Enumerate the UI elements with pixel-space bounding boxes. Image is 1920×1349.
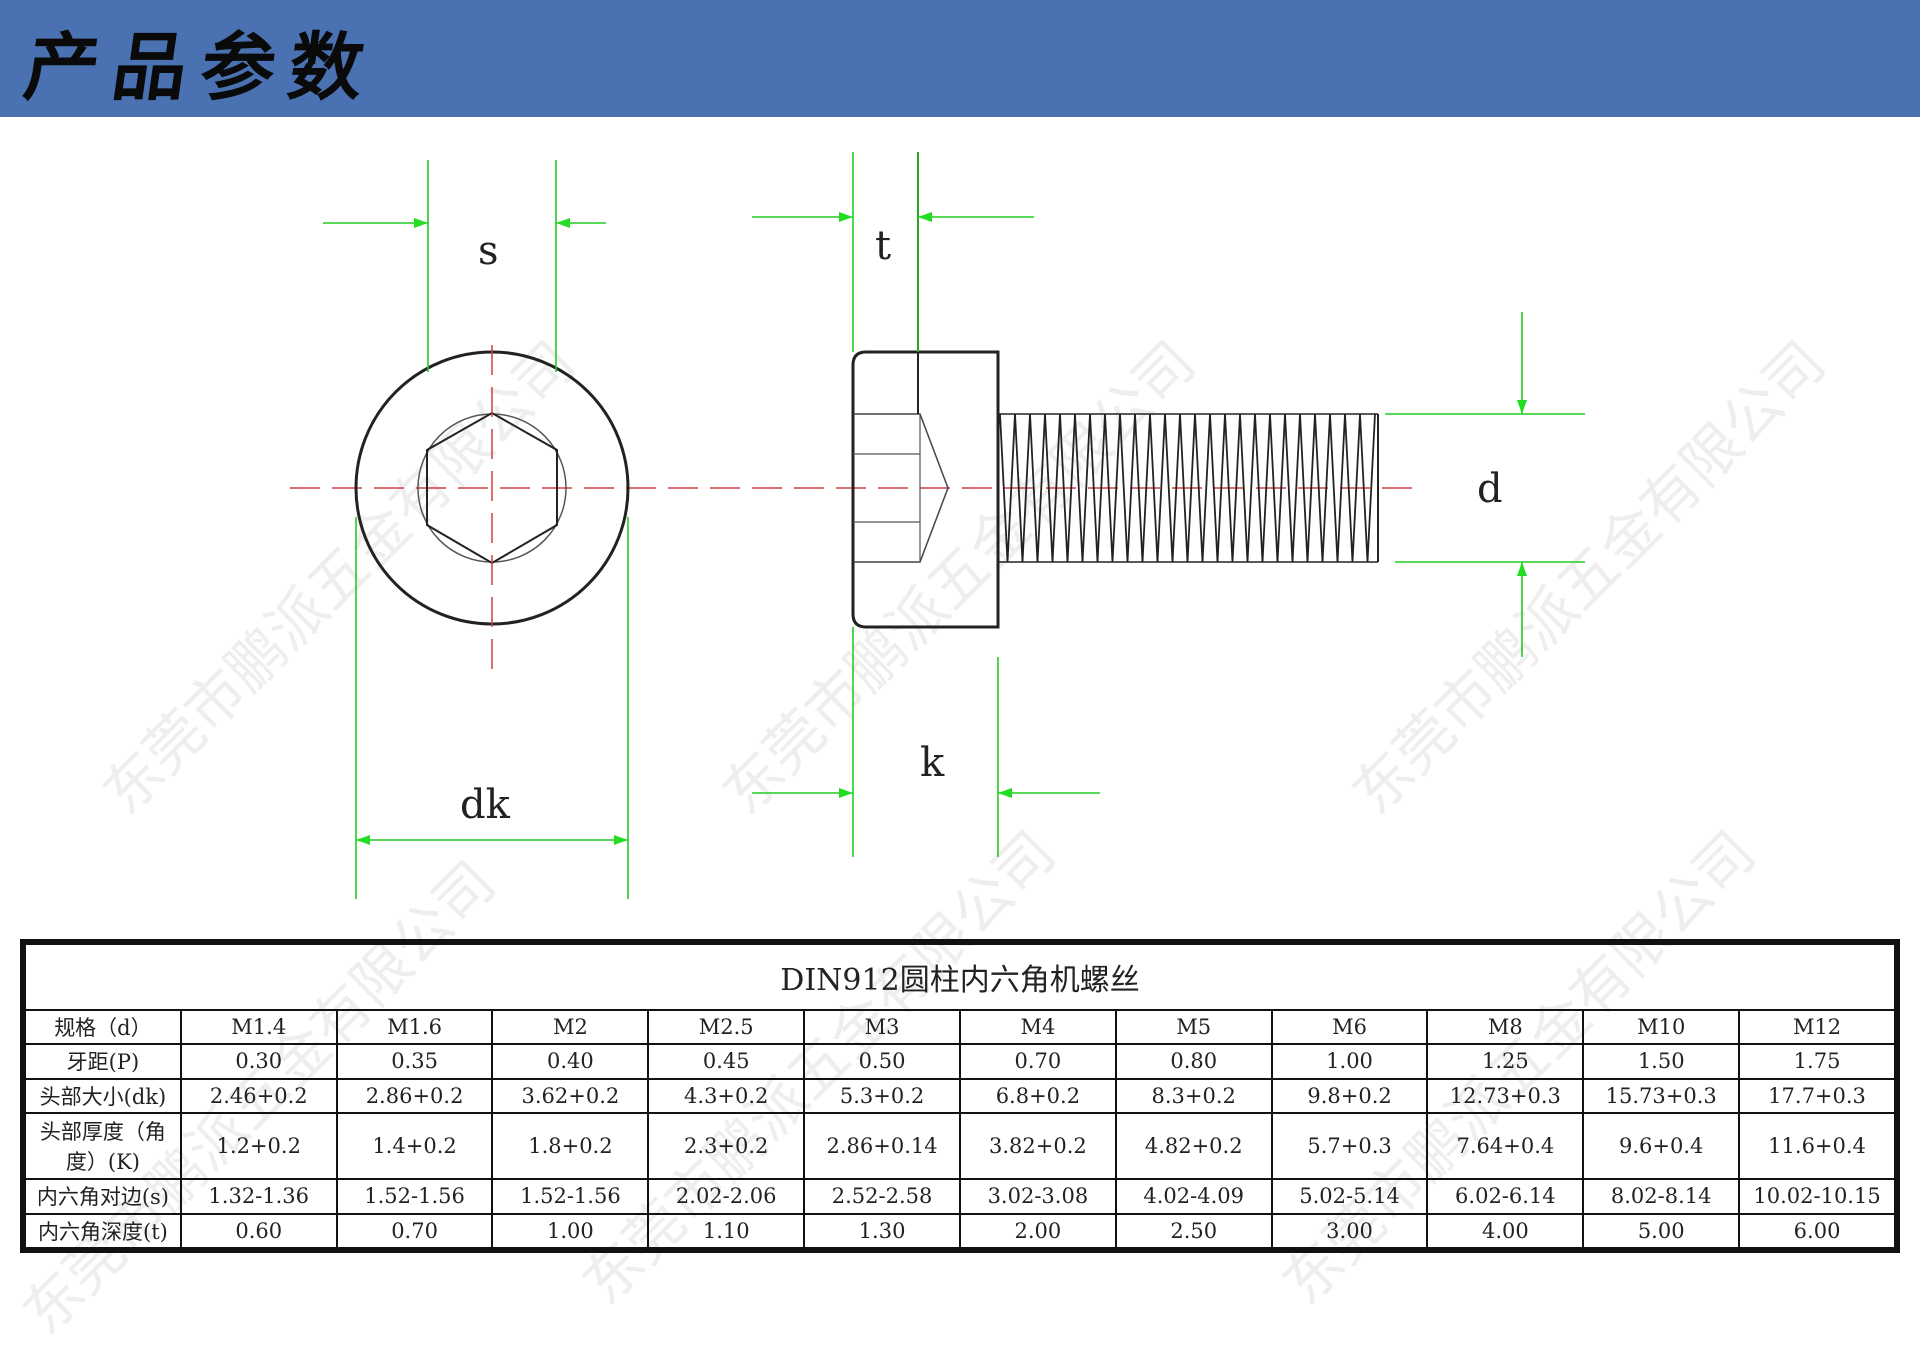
head-top-view bbox=[354, 345, 630, 672]
value-cell: 2.00 bbox=[958, 1212, 1117, 1250]
value-cell: 10.02-10.15 bbox=[1738, 1178, 1896, 1215]
dimension-t bbox=[752, 152, 1034, 352]
row-label: 内六角深度(t) bbox=[24, 1212, 182, 1250]
value-cell: 1.50 bbox=[1582, 1043, 1741, 1080]
screw-drawing: s dk t k bbox=[290, 152, 1585, 899]
value-cell: 1.52-1.56 bbox=[491, 1178, 650, 1215]
row-label: 头部厚度（角度）(K) bbox=[24, 1111, 182, 1181]
value-cell: 2.86+0.2 bbox=[335, 1077, 494, 1114]
size-cell: M10 bbox=[1582, 1008, 1741, 1046]
value-cell: 5.00 bbox=[1582, 1212, 1741, 1250]
value-cell: 7.64+0.4 bbox=[1426, 1111, 1585, 1181]
size-cell: M1.6 bbox=[335, 1008, 494, 1046]
value-cell: 0.70 bbox=[335, 1212, 494, 1250]
value-cell: 1.00 bbox=[1270, 1043, 1429, 1080]
value-cell: 1.25 bbox=[1426, 1043, 1585, 1080]
value-cell: 3.62+0.2 bbox=[491, 1077, 650, 1114]
row-label: 牙距(P) bbox=[24, 1043, 182, 1080]
value-cell: 12.73+0.3 bbox=[1426, 1077, 1585, 1114]
value-cell: 5.3+0.2 bbox=[803, 1077, 961, 1114]
spec-table-wrapper: DIN912圆柱内六角机螺丝 规格（d） M1.4 M1.6 M2 M2.5 M… bbox=[20, 939, 1900, 1253]
size-cell: M8 bbox=[1426, 1008, 1585, 1046]
row-label: 头部大小(dk) bbox=[24, 1077, 182, 1114]
value-cell: 2.52-2.58 bbox=[803, 1178, 961, 1215]
value-cell: 1.30 bbox=[803, 1212, 961, 1250]
value-cell: 4.3+0.2 bbox=[647, 1077, 806, 1114]
value-cell: 8.3+0.2 bbox=[1114, 1077, 1273, 1114]
size-cell: M3 bbox=[803, 1008, 961, 1046]
value-cell: 3.02-3.08 bbox=[958, 1178, 1117, 1215]
dimension-k bbox=[752, 627, 1100, 857]
value-cell: 0.60 bbox=[179, 1212, 338, 1250]
row-label: 内六角对边(s) bbox=[24, 1178, 182, 1215]
table-row-sizes: 规格（d） M1.4 M1.6 M2 M2.5 M3 M4 M5 M6 M8 M… bbox=[24, 1008, 1896, 1046]
value-cell: 11.6+0.4 bbox=[1738, 1111, 1896, 1181]
dimension-d bbox=[1385, 312, 1585, 657]
value-cell: 3.82+0.2 bbox=[958, 1111, 1117, 1181]
size-cell: M4 bbox=[958, 1008, 1117, 1046]
value-cell: 0.50 bbox=[803, 1043, 961, 1080]
label-d: d bbox=[1477, 466, 1503, 512]
dimension-s bbox=[323, 160, 606, 372]
value-cell: 1.75 bbox=[1738, 1043, 1896, 1080]
value-cell: 4.82+0.2 bbox=[1114, 1111, 1273, 1181]
value-cell: 8.02-8.14 bbox=[1582, 1178, 1741, 1215]
value-cell: 1.8+0.2 bbox=[491, 1111, 650, 1181]
value-cell: 1.10 bbox=[647, 1212, 806, 1250]
value-cell: 9.6+0.4 bbox=[1582, 1111, 1741, 1181]
value-cell: 15.73+0.3 bbox=[1582, 1077, 1741, 1114]
value-cell: 4.02-4.09 bbox=[1114, 1178, 1273, 1215]
size-cell: M5 bbox=[1114, 1008, 1273, 1046]
screw-side-view bbox=[851, 152, 1379, 629]
value-cell: 17.7+0.3 bbox=[1738, 1077, 1896, 1114]
value-cell: 2.86+0.14 bbox=[803, 1111, 961, 1181]
dimension-dk bbox=[355, 517, 629, 899]
value-cell: 6.00 bbox=[1738, 1212, 1896, 1250]
value-cell: 0.70 bbox=[958, 1043, 1117, 1080]
header-bar: 产品参数 bbox=[0, 0, 1920, 117]
value-cell: 2.3+0.2 bbox=[647, 1111, 806, 1181]
value-cell: 5.02-5.14 bbox=[1270, 1178, 1429, 1215]
value-cell: 2.50 bbox=[1114, 1212, 1273, 1250]
value-cell: 3.00 bbox=[1270, 1212, 1429, 1250]
size-cell: M2 bbox=[491, 1008, 650, 1046]
row-label: 规格（d） bbox=[24, 1008, 182, 1046]
value-cell: 1.00 bbox=[491, 1212, 650, 1250]
size-cell: M2.5 bbox=[647, 1008, 806, 1046]
label-t: t bbox=[875, 223, 891, 269]
label-k: k bbox=[920, 740, 945, 786]
value-cell: 0.45 bbox=[647, 1043, 806, 1080]
value-cell: 6.02-6.14 bbox=[1426, 1178, 1585, 1215]
label-s: s bbox=[478, 228, 499, 274]
value-cell: 0.80 bbox=[1114, 1043, 1273, 1080]
size-cell: M6 bbox=[1270, 1008, 1429, 1046]
value-cell: 1.52-1.56 bbox=[335, 1178, 494, 1215]
spec-table: DIN912圆柱内六角机螺丝 规格（d） M1.4 M1.6 M2 M2.5 M… bbox=[24, 943, 1896, 1250]
value-cell: 1.2+0.2 bbox=[179, 1111, 338, 1181]
value-cell: 2.46+0.2 bbox=[179, 1077, 338, 1114]
size-cell: M12 bbox=[1738, 1008, 1896, 1046]
value-cell: 6.8+0.2 bbox=[958, 1077, 1117, 1114]
value-cell: 2.02-2.06 bbox=[647, 1178, 806, 1215]
value-cell: 0.40 bbox=[491, 1043, 650, 1080]
value-cell: 9.8+0.2 bbox=[1270, 1077, 1429, 1114]
value-cell: 1.4+0.2 bbox=[335, 1111, 494, 1181]
value-cell: 0.30 bbox=[179, 1043, 338, 1080]
value-cell: 4.00 bbox=[1426, 1212, 1585, 1250]
table-title: DIN912圆柱内六角机螺丝 bbox=[24, 943, 1896, 1011]
size-cell: M1.4 bbox=[179, 1008, 338, 1046]
label-dk: dk bbox=[460, 782, 511, 828]
value-cell: 5.7+0.3 bbox=[1270, 1111, 1429, 1181]
value-cell: 0.35 bbox=[335, 1043, 494, 1080]
value-cell: 1.32-1.36 bbox=[179, 1178, 338, 1215]
page-title: 产品参数 bbox=[19, 25, 384, 111]
